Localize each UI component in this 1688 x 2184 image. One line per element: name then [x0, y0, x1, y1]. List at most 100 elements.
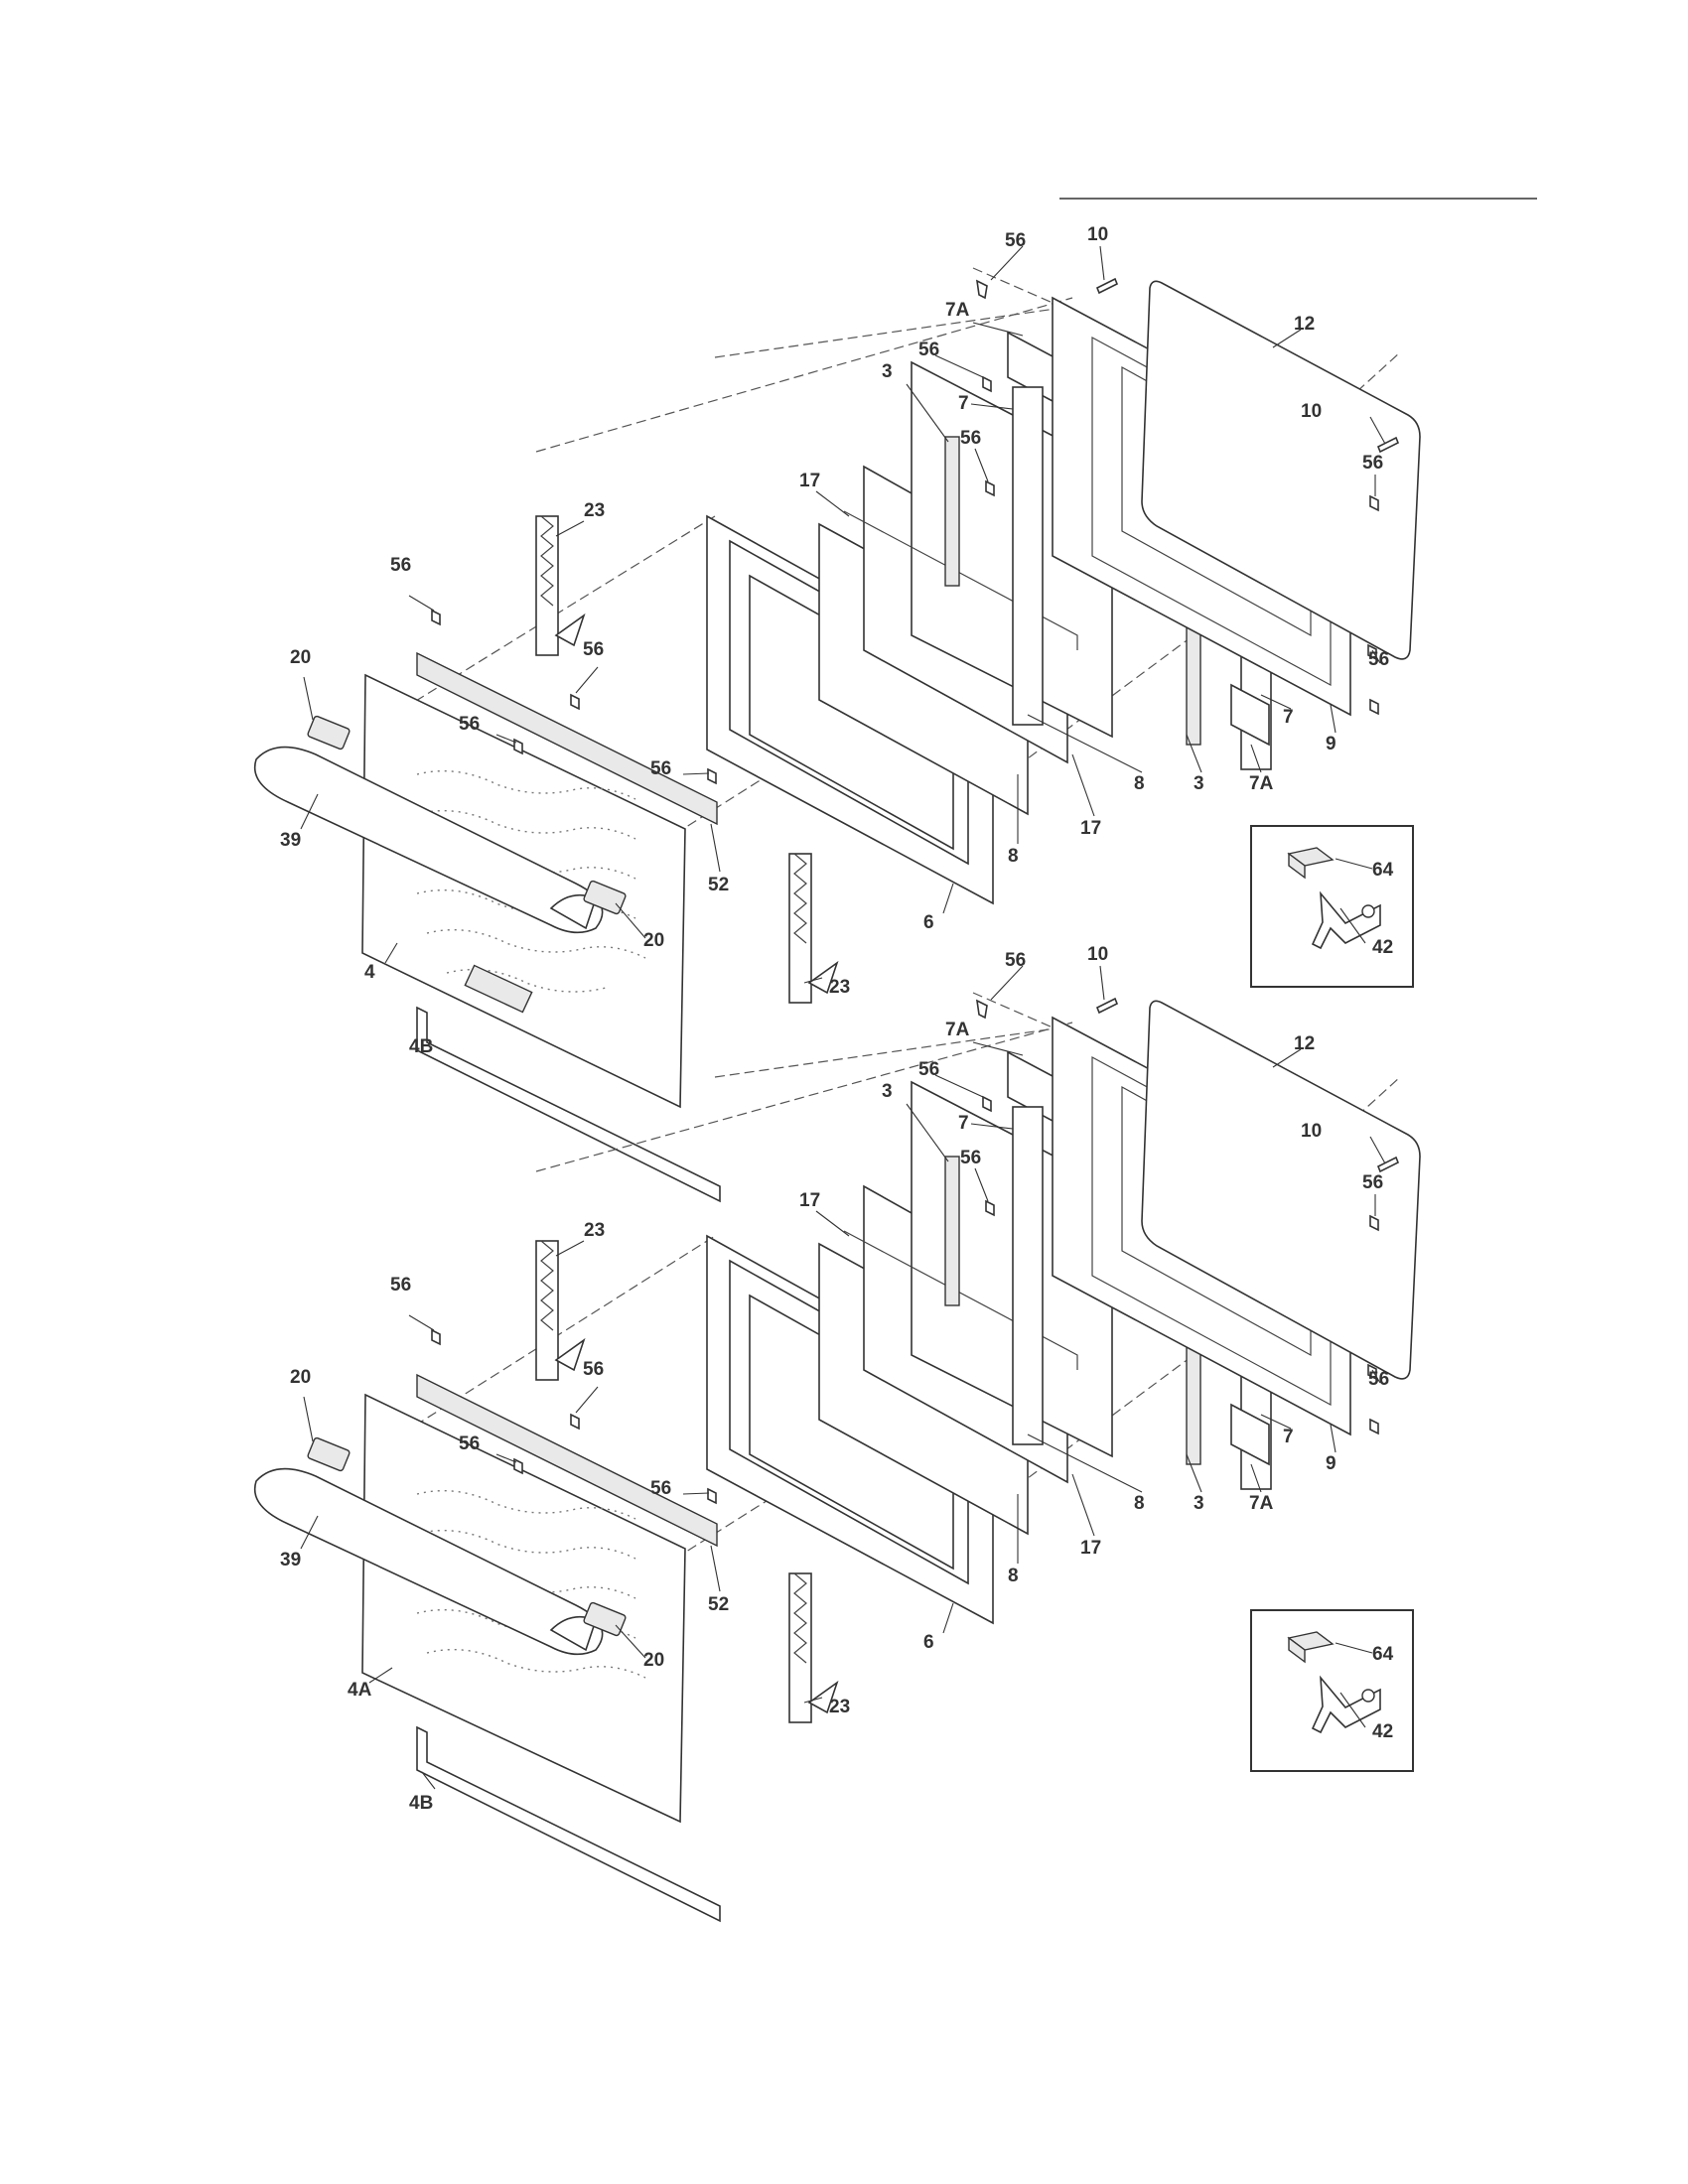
part-label: 56 — [918, 340, 939, 360]
part-label: 3 — [1194, 1493, 1204, 1514]
side-bracket — [944, 436, 960, 587]
lower-inset-box — [1250, 1609, 1414, 1772]
side-bracket — [944, 1156, 960, 1306]
part-label: 8 — [1134, 1493, 1145, 1514]
part-label: 3 — [1194, 773, 1204, 794]
door-gasket — [1141, 280, 1421, 660]
part-label: 23 — [584, 1220, 605, 1241]
part-label: 7 — [1283, 1427, 1294, 1447]
part-label: 56 — [650, 758, 671, 779]
part-label: 56 — [1362, 1172, 1383, 1193]
part-label: 4A — [348, 1680, 372, 1701]
part-label: 3 — [882, 361, 893, 382]
part-label: 56 — [1368, 1369, 1389, 1390]
door-hinge — [535, 1240, 586, 1381]
part-label: 23 — [584, 500, 605, 521]
part-label: 64 — [1372, 860, 1394, 881]
lower-door-assembly: 56 10 7A 12 3 56 7 10 56 17 56 23 56 56 … — [254, 944, 1421, 1923]
door-gasket — [1141, 1000, 1421, 1380]
part-label: 12 — [1294, 1033, 1315, 1054]
part-label: 12 — [1294, 314, 1315, 335]
part-label: 56 — [650, 1478, 671, 1499]
door-top-trim — [416, 1373, 718, 1548]
part-label: 17 — [799, 471, 820, 491]
part-label: 7A — [945, 300, 970, 321]
part-label: 6 — [923, 1632, 934, 1653]
screw-set — [431, 277, 1400, 785]
part-label: 17 — [1080, 818, 1101, 839]
handle-end-cap — [583, 880, 627, 915]
part-label: 7A — [945, 1020, 970, 1040]
part-label: 7 — [958, 1113, 969, 1134]
door-hinge — [535, 515, 586, 656]
glass-retainer — [843, 510, 1078, 650]
part-label: 4B — [409, 1036, 433, 1057]
part-label: 56 — [1005, 950, 1026, 971]
upper-inset-box — [1250, 825, 1414, 988]
part-label: 23 — [829, 977, 850, 998]
part-label: 4B — [409, 1793, 433, 1814]
part-label: 17 — [799, 1190, 820, 1211]
part-label: 52 — [708, 1594, 729, 1615]
part-label: 9 — [1326, 1453, 1336, 1474]
upper-door-assembly: 56 10 7A 12 56 7 3 56 10 56 17 23 56 56 … — [254, 224, 1421, 1203]
part-label: 56 — [583, 1359, 604, 1380]
upper-part-labels: 56 10 7A 12 56 7 3 56 10 56 17 23 56 56 … — [280, 224, 1394, 1057]
part-label: 7 — [958, 393, 969, 414]
part-label: 64 — [1372, 1644, 1394, 1665]
handle-end-cap — [307, 715, 351, 751]
part-label: 20 — [643, 1650, 664, 1671]
part-label: 7 — [1283, 707, 1294, 728]
lower-leader-lines — [300, 965, 1386, 1790]
part-label: 17 — [1080, 1538, 1101, 1559]
glass-retainer — [843, 1230, 1078, 1370]
part-label: 20 — [290, 1367, 311, 1388]
handle-end-cap — [307, 1436, 351, 1472]
insulation-strip — [1230, 1403, 1270, 1466]
part-label: 42 — [1372, 1721, 1393, 1742]
insulation-strip — [1012, 1106, 1044, 1445]
part-label: 10 — [1087, 944, 1108, 965]
part-label: 3 — [882, 1081, 893, 1102]
door-top-trim — [416, 651, 718, 826]
part-label: 39 — [280, 830, 301, 851]
part-label: 39 — [280, 1550, 301, 1570]
door-handle — [254, 746, 604, 934]
part-label: 20 — [290, 647, 311, 668]
part-label: 10 — [1301, 401, 1322, 422]
part-label: 56 — [583, 639, 604, 660]
door-kick-plate — [416, 1725, 721, 1923]
part-label: 10 — [1087, 224, 1108, 245]
lower-part-labels: 56 10 7A 12 3 56 7 10 56 17 56 23 56 56 … — [280, 944, 1394, 1814]
part-label: 56 — [1368, 649, 1389, 670]
part-label: 8 — [1008, 1566, 1019, 1586]
part-label: 42 — [1372, 937, 1393, 958]
upper-leader-lines — [300, 245, 1386, 984]
part-label: 56 — [1005, 230, 1026, 251]
part-label: 20 — [643, 930, 664, 951]
part-label: 56 — [918, 1059, 939, 1080]
part-label: 56 — [1362, 453, 1383, 474]
part-label: 56 — [459, 1433, 480, 1454]
part-label: 9 — [1326, 734, 1336, 754]
part-label: 8 — [1134, 773, 1145, 794]
part-label: 56 — [390, 1275, 411, 1296]
part-label: 6 — [923, 912, 934, 933]
part-label: 56 — [960, 428, 981, 449]
handle-end-cap — [583, 1601, 627, 1637]
door-hinge — [788, 1572, 839, 1723]
insulation-strip — [1230, 683, 1270, 747]
part-label: 7A — [1249, 1493, 1274, 1514]
part-label: 4 — [364, 962, 375, 983]
screw-set — [431, 997, 1400, 1505]
part-label: 23 — [829, 1697, 850, 1717]
insulation-strip — [1012, 386, 1044, 726]
part-label: 10 — [1301, 1121, 1322, 1142]
part-label: 56 — [390, 555, 411, 576]
part-label: 56 — [960, 1148, 981, 1168]
part-label: 7A — [1249, 773, 1274, 794]
part-label: 52 — [708, 875, 729, 895]
part-label: 56 — [459, 714, 480, 735]
door-hinge — [788, 853, 839, 1004]
